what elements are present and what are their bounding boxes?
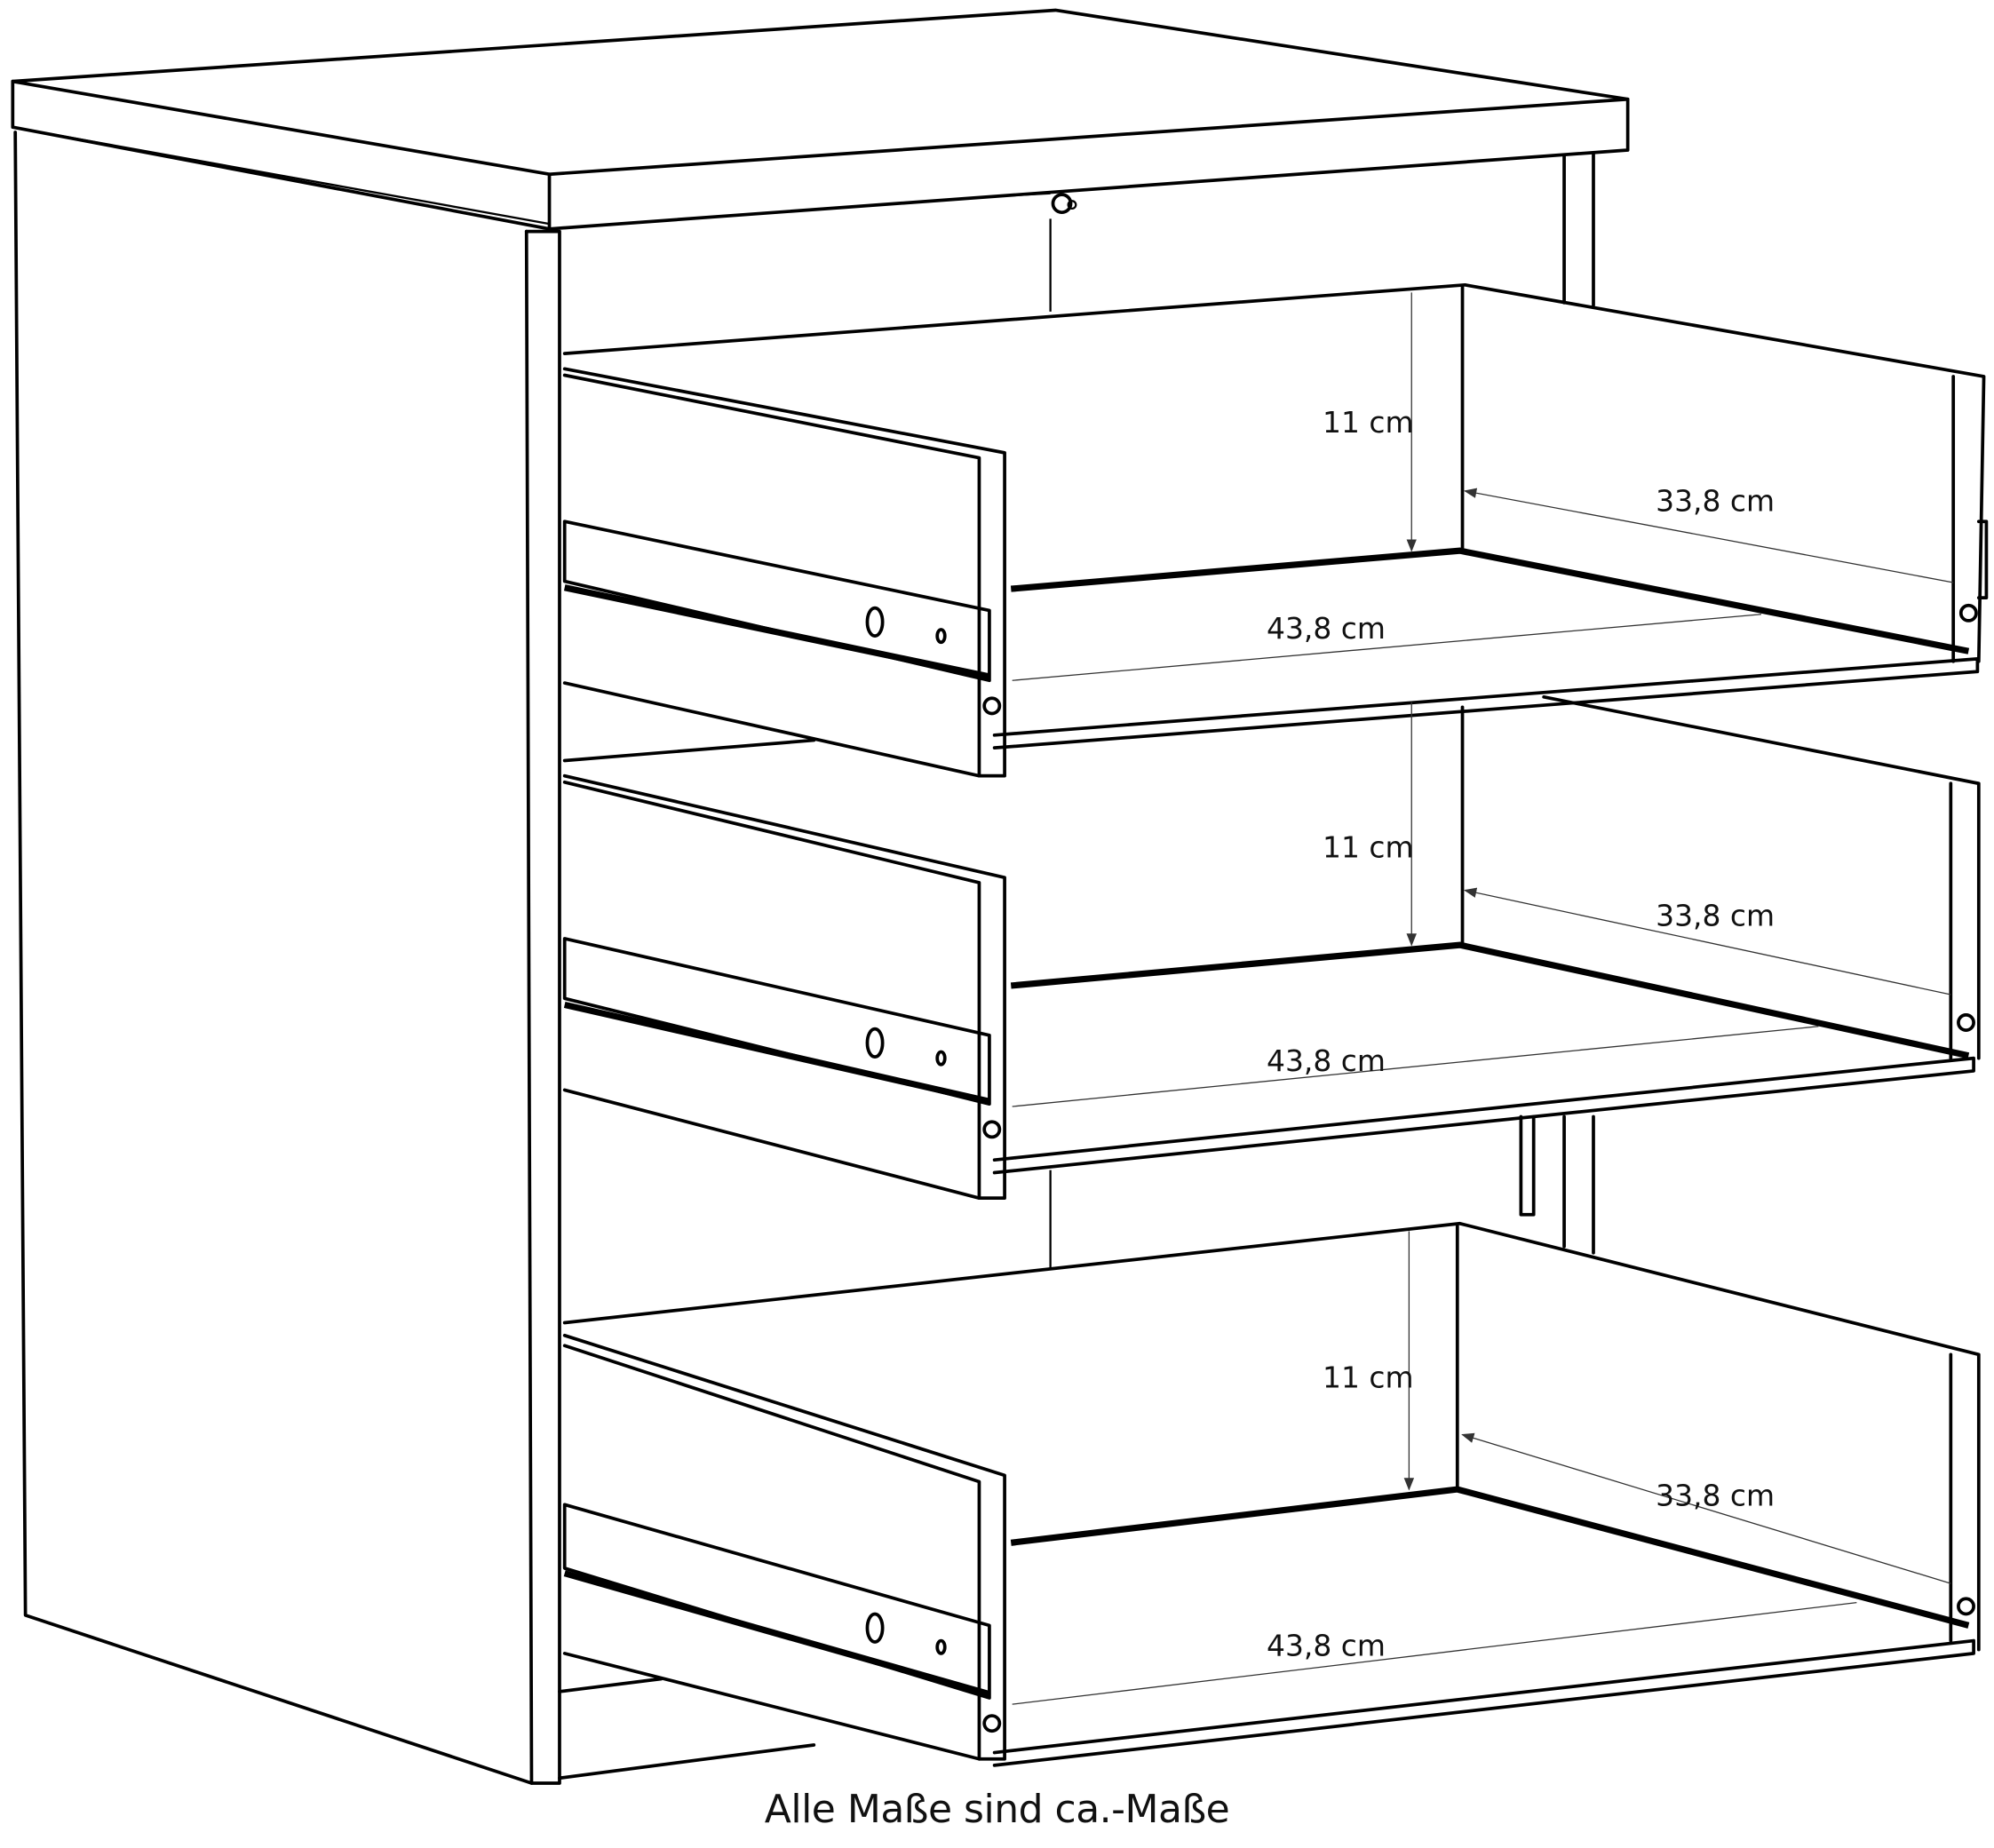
drawer-width-label: 43,8 cm [1267, 611, 1386, 646]
drawer-depth-label: 33,8 cm [1656, 484, 1775, 519]
dimensions-disclaimer: Alle Maße sind ca.-Maße [764, 1787, 1230, 1832]
drawer-height-label: 11 cm [1323, 1360, 1414, 1395]
left-side-panel [13, 131, 534, 1785]
drawer-width-label: 43,8 cm [1267, 1043, 1386, 1078]
drawer-width-label: 43,8 cm [1267, 1629, 1386, 1663]
drawer-height-label: 11 cm [1323, 829, 1414, 864]
drawer-2: 11 cm 33,8 cm 43,8 cm [562, 694, 1981, 1201]
top-board [11, 8, 1630, 177]
drawer-runner [562, 520, 991, 683]
drawer-depth-label: 33,8 cm [1656, 1479, 1775, 1513]
drawer-1: 11 cm 33,8 cm 43,8 cm [562, 282, 1989, 778]
drawer-3: 11 cm 33,8 cm 43,8 cm [562, 1221, 1981, 1767]
drawer-height-label: 11 cm [1323, 405, 1414, 440]
drawer-depth-label: 33,8 cm [1656, 899, 1775, 933]
cabinet-body [11, 8, 1630, 1785]
